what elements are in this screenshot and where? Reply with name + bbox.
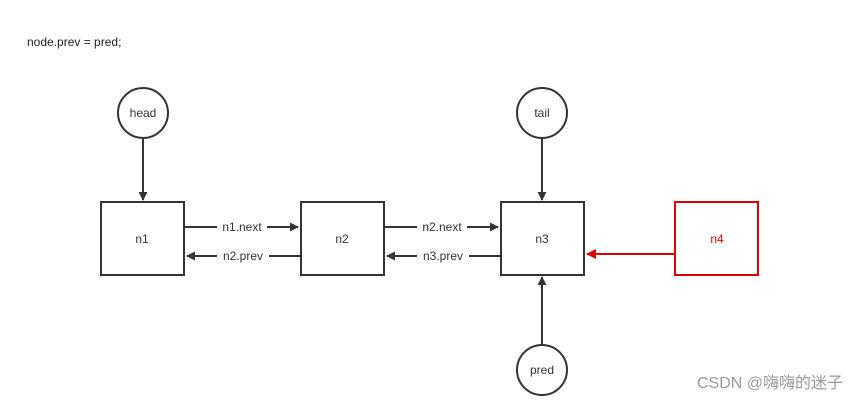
n3-prev-label: n3.prev — [423, 249, 463, 263]
n3-label: n3 — [535, 232, 549, 246]
n2-next-label-bg — [417, 219, 467, 235]
n3-prev-label-bg — [417, 248, 469, 264]
tail-node: tail — [516, 87, 568, 139]
n1-box — [100, 201, 185, 276]
n1-label: n1 — [135, 232, 149, 246]
pred-label: pred — [530, 363, 554, 377]
n1-next-label-bg — [217, 219, 267, 235]
n1-next-label: n1.next — [222, 220, 262, 234]
node-n2: n2 — [300, 201, 385, 276]
n2-prev-label: n2.prev — [223, 249, 263, 263]
n4-label: n4 — [710, 232, 724, 246]
node-n1: n1 — [100, 201, 185, 276]
node-n3: n3 — [500, 201, 585, 276]
code-line: node.prev = pred; — [27, 35, 121, 49]
n2-box — [300, 201, 385, 276]
head-label: head — [130, 106, 157, 120]
head-node: head — [117, 87, 169, 139]
n3-box — [500, 201, 585, 276]
n2-label: n2 — [335, 232, 349, 246]
pred-node: pred — [516, 344, 568, 396]
n2-next-label: n2.next — [422, 220, 462, 234]
tail-label: tail — [534, 106, 549, 120]
csdn-watermark: CSDN @嗨嗨的迷子 — [697, 374, 843, 392]
n2-prev-label-bg — [217, 248, 269, 264]
n4-box — [674, 201, 759, 276]
node-n4: n4 — [674, 201, 759, 276]
